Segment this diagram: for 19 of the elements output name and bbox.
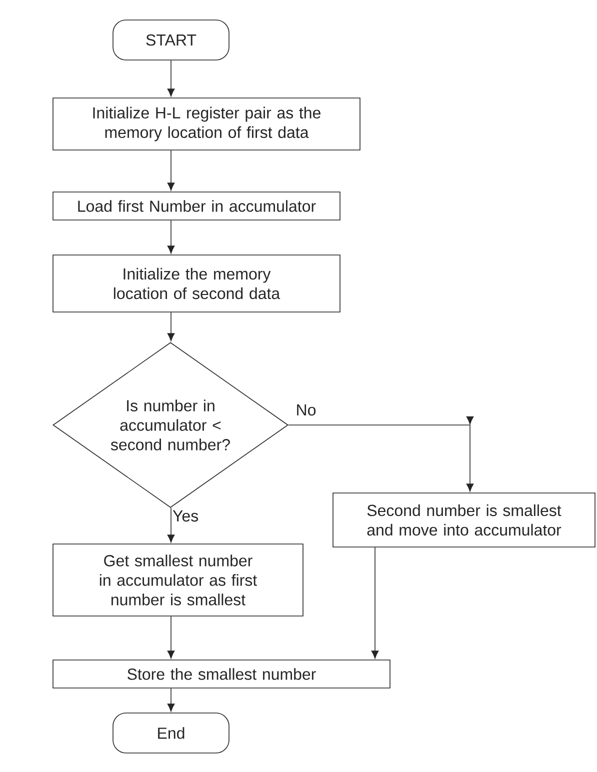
arrow (167, 312, 175, 342)
arrow (167, 616, 175, 659)
edge-label: Yes (172, 509, 200, 523)
arrow (167, 688, 175, 712)
process-box: Get smallest number in accumulator as first number is smallest (52, 544, 304, 616)
process-box: Initialize the memory location of second data (52, 254, 340, 312)
process-box: Initialize H-L register pair as the memory location of first data (52, 98, 360, 150)
process-box: Load first Number in accumulator (52, 192, 340, 220)
process-box: Second number is smallest and move into accumulator (332, 492, 596, 548)
arrow (167, 60, 175, 97)
arrow (288, 416, 474, 492)
process-box: Store the smallest number (52, 660, 390, 688)
terminal-box: End (112, 712, 230, 754)
arrow (167, 508, 175, 543)
terminal-box: START (112, 20, 230, 60)
arrow (167, 220, 175, 254)
edge-label: No (294, 403, 318, 417)
arrow (167, 150, 175, 191)
arrow (371, 547, 379, 659)
